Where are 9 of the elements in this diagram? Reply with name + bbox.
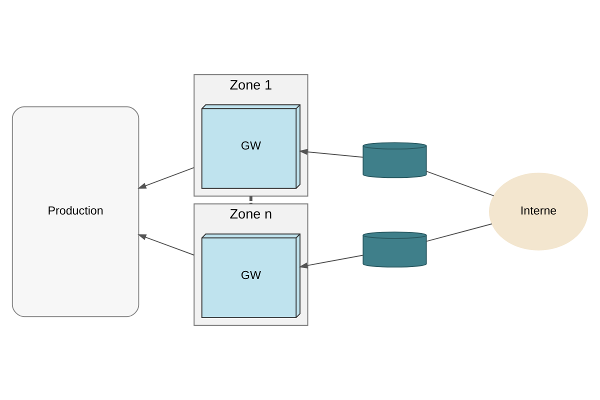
arrow: [298, 148, 364, 158]
connector: [249, 196, 252, 204]
connector: [426, 223, 492, 242]
node-ellipse: Interne: [488, 172, 588, 251]
arrow: [298, 254, 364, 269]
connector: [426, 170, 494, 196]
node-box: Production: [12, 106, 140, 318]
arrow: [137, 167, 195, 189]
arrow: [137, 234, 195, 256]
